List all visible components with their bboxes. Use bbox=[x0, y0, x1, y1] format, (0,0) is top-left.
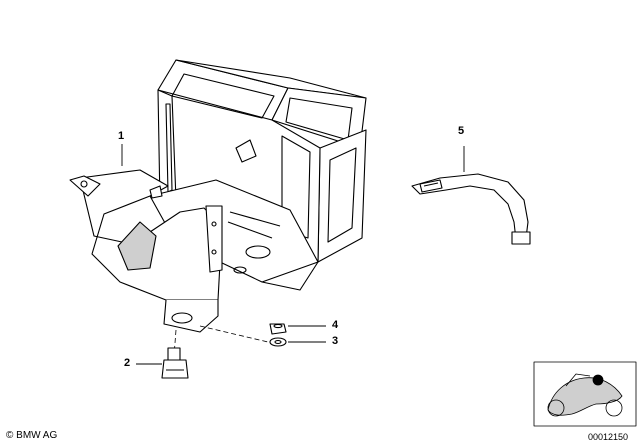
frame-right-side bbox=[317, 129, 367, 263]
location-marker-icon bbox=[592, 374, 604, 386]
nut bbox=[269, 323, 287, 335]
tray-hole-2 bbox=[233, 266, 247, 274]
tray-rib-1 bbox=[229, 211, 281, 227]
shroud-top-tab bbox=[149, 185, 163, 199]
document-number: 00012150 bbox=[588, 432, 629, 442]
tab-rivet-2 bbox=[211, 249, 217, 255]
callout-4: 4 bbox=[332, 319, 339, 331]
callout-3: 3 bbox=[332, 335, 339, 347]
tray-rib-2 bbox=[227, 221, 273, 239]
callout-2: 2 bbox=[124, 357, 131, 369]
copyright-label: © BMW AG bbox=[6, 430, 58, 441]
shroud-flange bbox=[69, 175, 101, 197]
frame-clip bbox=[235, 139, 257, 163]
rubber-mount bbox=[161, 347, 189, 379]
mount-hole bbox=[171, 312, 193, 324]
frame-front-window bbox=[281, 135, 311, 239]
assembly-lines bbox=[173, 325, 269, 357]
battery-carrier bbox=[69, 59, 367, 333]
flange-hole bbox=[80, 180, 88, 188]
frame-rear-inner bbox=[171, 73, 275, 119]
leader-lines bbox=[121, 144, 465, 365]
washer bbox=[269, 337, 287, 347]
frame-right-side-window bbox=[327, 147, 357, 243]
callout-1: 1 bbox=[118, 130, 125, 142]
tray-front-lip bbox=[261, 261, 319, 291]
tray-hole-1 bbox=[245, 245, 271, 259]
shroud-cutout bbox=[117, 221, 157, 271]
frame-left-window bbox=[165, 103, 173, 193]
callout-5: 5 bbox=[458, 125, 465, 137]
location-thumbnail bbox=[533, 361, 637, 427]
battery-strap bbox=[411, 173, 531, 245]
shroud-side-tab bbox=[205, 205, 223, 273]
tab-rivet-1 bbox=[211, 221, 217, 227]
